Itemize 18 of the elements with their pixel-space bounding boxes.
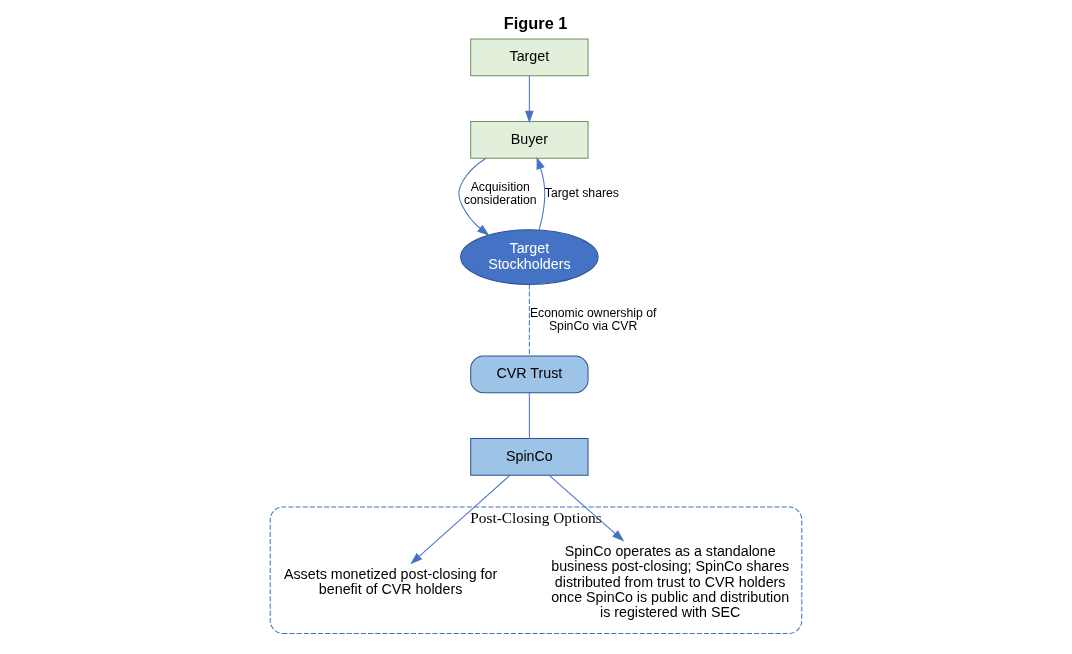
- edge-label: Economic ownership of SpinCo via CVR: [529, 305, 657, 334]
- node-text: Assets monetized post-closing for benefit of CVR holders: [283, 566, 498, 598]
- arrow: [458, 157, 490, 236]
- node-box: Buyer: [470, 121, 589, 159]
- node-box: Target: [470, 38, 589, 77]
- arrow: [548, 474, 625, 542]
- edge-label: Target shares: [544, 186, 619, 201]
- node-box: SpinCo: [470, 438, 589, 476]
- node-ellipse: Target Stockholders: [460, 229, 599, 285]
- arrow: [525, 75, 534, 123]
- connector: [528, 284, 530, 357]
- diagram-title: Figure 1: [503, 13, 568, 32]
- node-text: SpinCo operates as a standalone business post-closing; SpinCo shares distributed from trust to CVR holders once SpinCo is public and distribution is registered with SEC: [551, 543, 790, 621]
- arrow: [536, 156, 546, 231]
- connector: [528, 392, 530, 439]
- node-box: CVR Trust: [470, 355, 589, 394]
- edge-label: Acquisition consideration: [463, 179, 537, 207]
- arrow: [410, 474, 511, 565]
